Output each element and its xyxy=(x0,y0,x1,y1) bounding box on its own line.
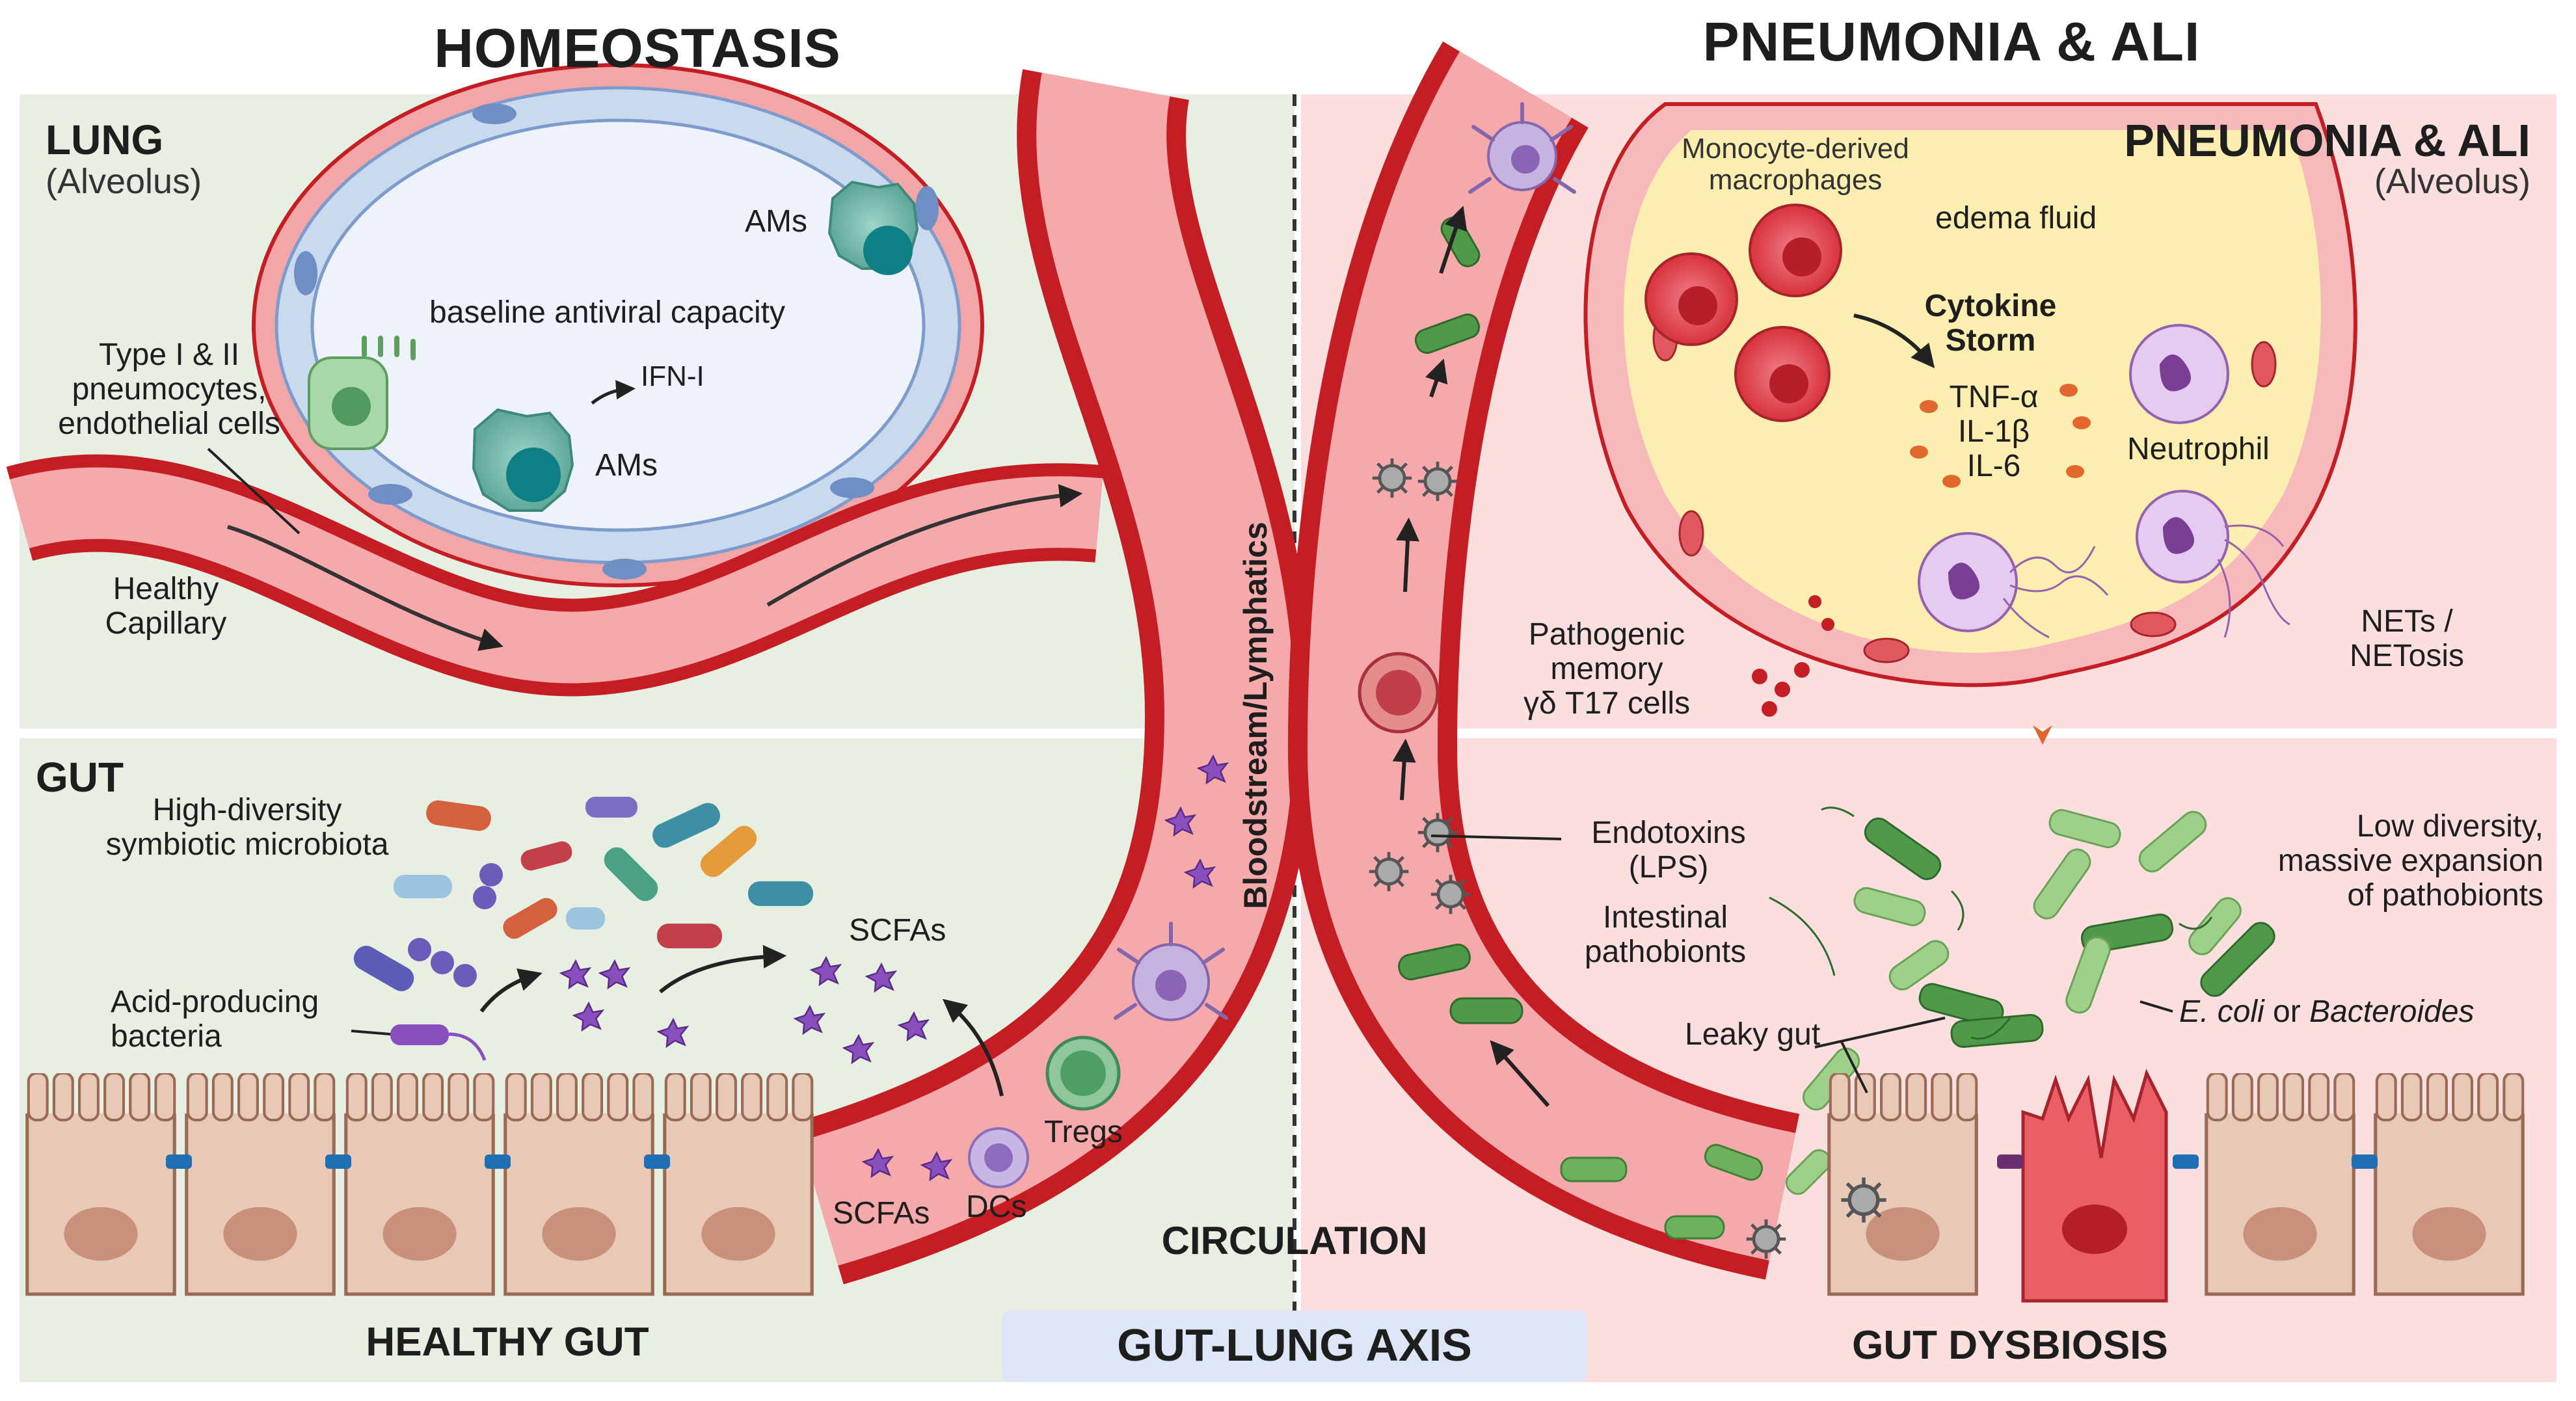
homeostasis-header: HOMEOSTASIS xyxy=(434,18,841,79)
dc-cell xyxy=(968,1127,1029,1188)
microbiota-line-1: High-diversity xyxy=(152,793,342,827)
pneumocytes-line-2: pneumocytes, xyxy=(72,371,267,407)
damaged-cell xyxy=(2021,1069,2168,1303)
ali-subtitle: (Alveolus) xyxy=(2374,162,2530,201)
healthy-alveolus xyxy=(252,63,984,587)
gd-t17-cell xyxy=(1358,652,1440,734)
storm-line-1: Cytokine xyxy=(1924,289,2057,323)
ams-label-top: AMs xyxy=(745,204,807,239)
monocyte-label: Monocyte-derived macrophages xyxy=(1626,133,1965,196)
monocyte-line-1: Monocyte-derived xyxy=(1682,133,1909,165)
endotoxins-line-1: Endotoxins xyxy=(1591,816,1746,850)
acid-line-1: Acid-producing xyxy=(111,985,319,1019)
dendritic-cell-vessel xyxy=(1114,922,1228,1021)
healthy-epithelium xyxy=(27,1073,812,1294)
cytokine-tnf: TNF-α xyxy=(1949,380,2039,414)
type-ii-pneumocyte xyxy=(308,336,416,450)
capillary-line-2: Capillary xyxy=(105,606,227,641)
alveolar-macrophage-top xyxy=(827,180,919,275)
healthy-microbiota xyxy=(351,797,1004,1097)
gut-title: GUT xyxy=(36,754,124,801)
monocyte-macrophage-1 xyxy=(1644,252,1738,346)
ali-title: PNEUMONIA & ALI xyxy=(2124,115,2530,166)
endotoxins-label: Endotoxins (LPS) xyxy=(1561,816,1776,885)
baseline-label: baseline antiviral capacity xyxy=(429,295,785,330)
ifn-label: IFN-I xyxy=(641,360,704,392)
neutrophil-2 xyxy=(1918,532,2018,632)
neutrophil-1 xyxy=(2129,324,2229,424)
nets-label: NETs / NETosis xyxy=(2316,604,2498,674)
nets-fibers xyxy=(2002,524,2290,639)
pathobionts-line-2: pathobionts xyxy=(1584,934,1747,969)
dcs-label: DCs xyxy=(966,1190,1027,1224)
cytokine-il6: IL-6 xyxy=(1966,448,2021,483)
low-div-line-1: Low diversity, xyxy=(2356,809,2543,844)
nets-line-2: NETosis xyxy=(2349,638,2465,673)
lung-title: LUNG xyxy=(46,116,164,163)
alveolar-macrophage-bottom xyxy=(472,408,574,512)
bacteroides-name: Bacteroides xyxy=(2309,994,2475,1029)
monocyte-macrophage-2 xyxy=(1749,204,1842,297)
tregs-label: Tregs xyxy=(1044,1115,1123,1149)
bloodstream-vessel-left xyxy=(796,69,1315,1285)
microbiota-label: High-diversity symbiotic microbiota xyxy=(65,793,429,862)
monocyte-macrophage-3 xyxy=(1734,326,1831,422)
pathobionts-line-1: Intestinal xyxy=(1602,900,1728,935)
pneumonia-header: PNEUMONIA & ALI xyxy=(1702,11,2201,72)
acid-bacteria-label: Acid-producing bacteria xyxy=(111,985,319,1054)
treg-cell xyxy=(1045,1035,1121,1111)
healthy-gut-label: HEALTHY GUT xyxy=(366,1320,649,1365)
cytokines-list: TNF-α IL-1β IL-6 xyxy=(1912,380,2075,483)
scfas-label-bottom: SCFAs xyxy=(833,1196,930,1231)
low-div-line-2: massive expansion xyxy=(2277,843,2543,878)
healthy-capillary xyxy=(6,447,1104,697)
leaky-gut-label: Leaky gut xyxy=(1685,1017,1821,1052)
activated-dc xyxy=(1468,102,1576,194)
gut-dysbiosis-label: GUT DYSBIOSIS xyxy=(1852,1323,2168,1368)
cytokine-storm-label: Cytokine Storm xyxy=(1906,289,2075,358)
dysbiotic-microbiota xyxy=(1430,807,2275,1195)
gut-lung-axis-banner xyxy=(1002,1311,1587,1382)
lung-subtitle: (Alveolus) xyxy=(46,162,202,201)
injured-alveolus xyxy=(1583,102,2357,745)
gd-t17-label: Pathogenic memory γδ T17 cells xyxy=(1477,617,1737,721)
cytokine-il1b: IL-1β xyxy=(1957,414,2030,449)
capillary-label: Healthy Capillary xyxy=(72,572,260,641)
vessel-left-cells xyxy=(863,755,1228,1188)
monocyte-line-2: macrophages xyxy=(1708,164,1883,196)
vessel-right-cells xyxy=(1358,102,1786,1259)
circulation-label: CIRCULATION xyxy=(1161,1219,1428,1262)
scfas-label-top: SCFAs xyxy=(849,913,946,948)
storm-line-2: Storm xyxy=(1945,323,2036,358)
pathobionts-label: Intestinal pathobionts xyxy=(1555,900,1776,970)
endotoxins-line-2: (LPS) xyxy=(1628,849,1709,885)
pneumocytes-line-1: Type I & II xyxy=(98,338,240,372)
low-div-line-3: of pathobionts xyxy=(2347,877,2543,913)
gd-t17-line-1: Pathogenic xyxy=(1528,617,1685,652)
cytokine-dots xyxy=(1910,384,2091,488)
neutrophil-label: Neutrophil xyxy=(2127,432,2270,466)
ecoli-or: or xyxy=(2264,994,2310,1029)
neutrophil-3 xyxy=(2136,490,2229,583)
ecoli-name: E. coli xyxy=(2179,994,2264,1029)
rbc-leak xyxy=(1752,595,1834,717)
ams-label-bottom: AMs xyxy=(595,448,658,483)
edema-label: edema fluid xyxy=(1935,201,2097,235)
pneumocytes-line-3: endothelial cells xyxy=(58,406,280,441)
nets-line-1: NETs / xyxy=(2361,604,2453,639)
microbiota-line-2: symbiotic microbiota xyxy=(105,827,389,862)
leaky-epithelium xyxy=(1829,1040,2523,1303)
bloodstream-label: Bloodstream/Lymphatics xyxy=(1237,522,1274,909)
bloodstream-vessel-right xyxy=(1287,41,1800,1280)
low-diversity-label: Low diversity, massive expansion of path… xyxy=(2179,809,2543,913)
gut-lung-axis-label: GUT-LUNG AXIS xyxy=(1117,1320,1472,1370)
capillary-line-1: Healthy xyxy=(113,572,219,606)
acid-line-2: bacteria xyxy=(111,1019,222,1054)
gd-t17-line-2: memory xyxy=(1550,651,1663,686)
ecoli-label: E. coli or Bacteroides xyxy=(2179,994,2475,1030)
pneumocytes-label: Type I & II pneumocytes, endothelial cel… xyxy=(20,338,319,441)
gd-t17-line-3: γδ T17 cells xyxy=(1523,686,1691,721)
